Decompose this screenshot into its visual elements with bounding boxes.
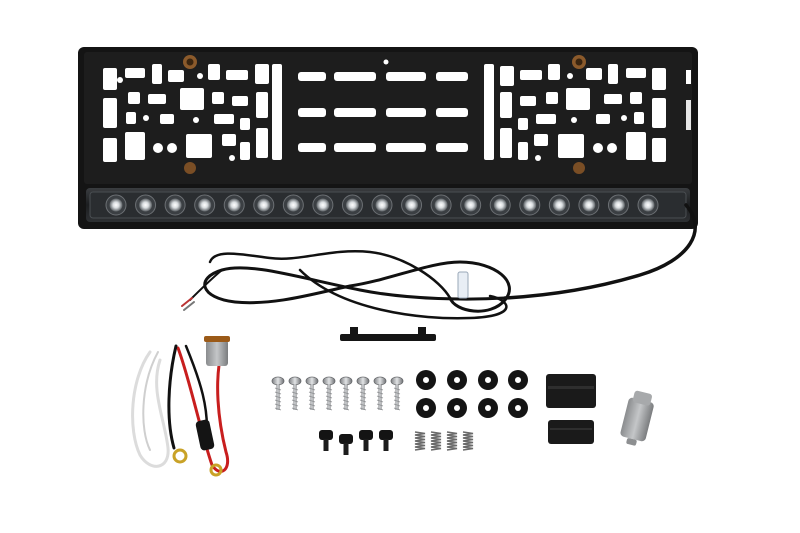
led-bulb (637, 194, 659, 216)
led-bulb (401, 194, 423, 216)
spring-set (414, 431, 474, 451)
cable-clip-icon (340, 327, 436, 341)
screw-icon (288, 376, 302, 411)
rubber-washer-icon (447, 370, 467, 390)
led-bulb (519, 194, 541, 216)
bolt-icon (319, 430, 333, 451)
harness-connector-icon (204, 336, 230, 366)
spring-icon (430, 431, 442, 451)
led-bulb (253, 194, 275, 216)
led-bulb (223, 194, 245, 216)
frame-left-grid (103, 64, 282, 162)
bolt-icon (379, 430, 393, 451)
rubber-washer-icon (447, 398, 467, 418)
bolt-icon (339, 434, 353, 455)
rubber-washer-icon (478, 370, 498, 390)
screw-icon (356, 376, 370, 411)
rubber-washer-icon (508, 398, 528, 418)
rubber-washer-icon (416, 370, 436, 390)
rubber-washer-icon (508, 370, 528, 390)
shrink-tube-icon (546, 374, 596, 408)
washer-set (416, 370, 528, 418)
led-bulb (341, 194, 363, 216)
screw-icon (339, 376, 353, 411)
screw-icon (322, 376, 336, 411)
led-bulb (430, 194, 452, 216)
led-bulb (548, 194, 570, 216)
screw-icon (390, 376, 404, 411)
led-bulb (371, 194, 393, 216)
rubber-washer-icon (478, 398, 498, 418)
led-light-bar-icon (86, 188, 690, 222)
screw-icon (373, 376, 387, 411)
connector-plug-icon (620, 390, 654, 446)
spring-icon (462, 431, 474, 451)
frame-center-slots (298, 59, 468, 152)
led-bulb (578, 194, 600, 216)
spring-icon (414, 431, 426, 451)
led-bulb (164, 194, 186, 216)
led-bulb (607, 194, 629, 216)
fuse-holder-icon (195, 419, 215, 451)
frame-side-slot (686, 100, 691, 130)
frame-right-grid (484, 64, 666, 162)
license-plate-frame-icon (78, 47, 698, 229)
led-bulb (489, 194, 511, 216)
cable-wire-tips (181, 297, 195, 311)
led-bulb (194, 194, 216, 216)
screw-set (271, 376, 404, 411)
led-row (105, 194, 659, 216)
led-bulb (282, 194, 304, 216)
bolt-set (319, 430, 393, 455)
bolt-icon (359, 430, 373, 451)
screw-icon (271, 376, 285, 411)
shrink-tube-icon (548, 420, 594, 444)
led-bulb (460, 194, 482, 216)
spring-icon (446, 431, 458, 451)
power-cable-icon (189, 203, 697, 320)
frame-side-slot (686, 70, 691, 84)
led-bulb (105, 194, 127, 216)
screw-icon (305, 376, 319, 411)
led-bulb (312, 194, 334, 216)
cable-label-tag (457, 271, 469, 299)
rubber-washer-icon (416, 398, 436, 418)
frame-mount-nuts (183, 55, 586, 174)
led-bulb (135, 194, 157, 216)
